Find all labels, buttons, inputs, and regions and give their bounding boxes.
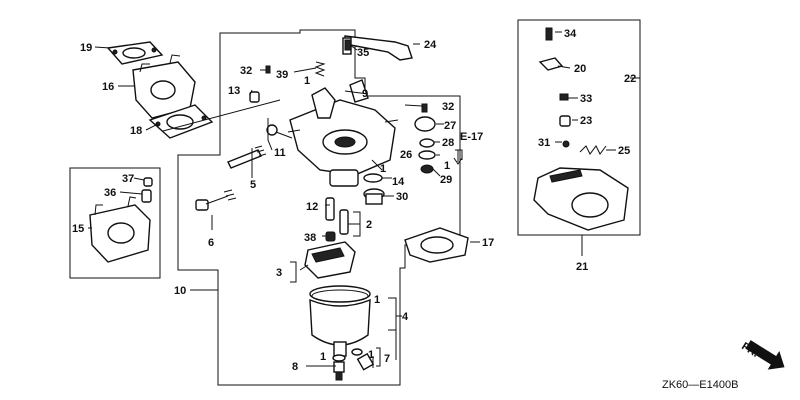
callout-23: 23: [580, 115, 592, 127]
drain-bolt-7: [351, 348, 375, 371]
screw-33: [559, 93, 569, 101]
spring-25: [579, 145, 607, 155]
callout-18: 18: [130, 125, 142, 137]
callout-13: 13: [228, 85, 240, 97]
callout-20: 20: [574, 63, 586, 75]
nut-29: [420, 164, 434, 174]
callout-33: 33: [580, 93, 592, 105]
callout-34: 34: [564, 28, 577, 40]
screw-32: [265, 65, 271, 74]
spring-39: [314, 61, 326, 77]
insulator-15: [89, 196, 151, 263]
callout-9: 9: [362, 88, 368, 100]
pipe-36: [141, 189, 152, 203]
callout-22: 22: [624, 73, 636, 85]
carburetor-assembly-boundary: [177, 29, 461, 386]
washer-31: [562, 140, 570, 148]
bracket-2: [353, 211, 361, 237]
bracket-4: [388, 297, 402, 331]
gasket-19: [106, 41, 164, 65]
reference-label: E-17: [460, 131, 483, 143]
callout-31: 31: [538, 137, 550, 149]
callout-1-right: 1: [444, 160, 450, 172]
diagram-code: ZK60—E1400B: [662, 379, 738, 391]
callout-11: 11: [274, 147, 286, 159]
nozzle-2: [339, 209, 349, 235]
direction-label: FR.: [739, 340, 760, 360]
callout-1-bottom-right: 1: [368, 349, 374, 361]
pipe-37: [143, 177, 153, 187]
choke-assembly-boundary: [517, 19, 641, 236]
callout-32b: 32: [442, 101, 454, 113]
pilot-screw-11: [266, 124, 293, 139]
jet-12: [325, 197, 335, 221]
main-jet-38: [325, 231, 336, 242]
callout-21: 21: [576, 261, 588, 273]
callout-24: 24: [424, 39, 437, 51]
callout-28: 28: [442, 137, 454, 149]
callout-29: 29: [440, 174, 452, 186]
float-chamber-4: [309, 285, 371, 357]
callout-36: 36: [104, 187, 116, 199]
callout-2: 2: [366, 219, 372, 231]
callout-5: 5: [250, 179, 256, 191]
callout-35: 35: [357, 47, 369, 59]
bracket-3: [290, 261, 297, 283]
drain-screw-6: [195, 189, 237, 211]
callout-1-mid: 1: [380, 163, 386, 175]
washer-26: [418, 150, 436, 160]
plate-27: [414, 116, 436, 132]
callout-3: 3: [276, 267, 282, 279]
spring-23: [559, 115, 571, 127]
callout-39: 39: [276, 69, 288, 81]
oring-14: [363, 173, 383, 183]
carburetor-body: [287, 79, 399, 187]
left-insulator-boundary: [69, 167, 161, 279]
callout-26: 26: [400, 149, 412, 161]
callout-4: 4: [402, 311, 409, 323]
callout-27: 27: [444, 120, 456, 132]
callout-6: 6: [208, 237, 214, 249]
callout-38: 38: [304, 232, 316, 244]
screw-34: [545, 27, 553, 41]
valve-30: [363, 188, 385, 205]
float-3: [304, 241, 356, 279]
callout-30: 30: [396, 191, 408, 203]
callout-25: 25: [618, 145, 630, 157]
screw-13: [249, 91, 260, 103]
bolt-35: [344, 39, 352, 51]
callout-1-chamber: 1: [374, 294, 380, 306]
gasket-18: [148, 104, 214, 139]
callout-10: 10: [174, 285, 186, 297]
leader-lines: [88, 31, 640, 368]
callout-1-bottom-left: 1: [320, 351, 326, 363]
callout-7: 7: [384, 353, 390, 365]
washer-1a: [332, 354, 346, 362]
callout-15: 15: [72, 223, 84, 235]
screw-32b: [421, 103, 428, 113]
callout-1-top: 1: [304, 75, 310, 87]
choke-body-21: [533, 167, 629, 231]
reference-arrow: [453, 150, 463, 165]
callout-8: 8: [292, 361, 298, 373]
choke-lever-20: [538, 57, 564, 71]
callout-labels: 19 16 18 37 36 15 10 32 39 1 13 11 5 6 3…: [72, 28, 636, 373]
callout-17: 17: [482, 237, 494, 249]
spring-28: [419, 138, 435, 148]
callout-12: 12: [306, 201, 318, 213]
bolt-8: [333, 361, 345, 381]
callout-14: 14: [392, 176, 405, 188]
throttle-stop-screw-5: [227, 145, 267, 169]
callout-37: 37: [122, 173, 134, 185]
callout-19: 19: [80, 42, 92, 54]
gasket-17: [404, 227, 469, 263]
callout-16: 16: [102, 81, 114, 93]
bracket-7: [376, 347, 381, 367]
callout-32: 32: [240, 65, 252, 77]
front-direction-arrow: [745, 340, 785, 370]
